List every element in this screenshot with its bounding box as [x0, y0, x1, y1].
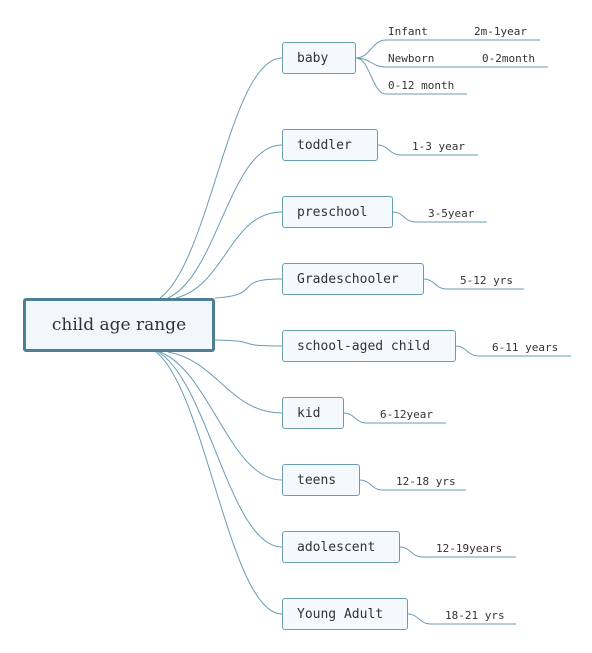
leaf-infant-value: 2m-1year — [474, 25, 527, 38]
branch-preschool[interactable]: preschool — [282, 196, 393, 228]
root-connector — [214, 339, 283, 347]
root-connector — [159, 57, 283, 299]
leaf-connector — [455, 345, 571, 357]
root-connector — [175, 211, 283, 299]
leaf-school-aged-age[interactable]: 6-11 years — [492, 341, 559, 354]
leaf-connector — [407, 613, 516, 625]
leaf-connector — [392, 211, 487, 223]
branch-label: kid — [297, 405, 321, 421]
branch-label: adolescent — [297, 539, 376, 555]
branch-school-aged-child[interactable]: school-aged child — [282, 330, 456, 362]
branch-toddler[interactable]: toddler — [282, 129, 378, 161]
leaf-connector — [359, 479, 466, 491]
root-connector — [214, 278, 283, 299]
branch-label: Gradeschooler — [297, 271, 399, 287]
leaf-connector — [423, 278, 524, 290]
root-connector — [157, 351, 283, 548]
branch-label: Young Adult — [297, 606, 384, 622]
branch-adolescent[interactable]: adolescent — [282, 531, 400, 563]
branch-baby[interactable]: baby — [282, 42, 356, 74]
leaf-connector — [343, 412, 446, 424]
branch-young-adult[interactable]: Young Adult — [282, 598, 408, 630]
branch-label: preschool — [297, 204, 368, 220]
leaf-kid-age[interactable]: 6-12year — [380, 408, 433, 421]
leaf-adolescent-age[interactable]: 12-19years — [436, 542, 503, 555]
leaf-0-12-month[interactable]: 0-12 month — [388, 79, 455, 92]
leaf-newborn-value: 0-2month — [482, 52, 535, 65]
branch-label: teens — [297, 472, 337, 488]
branch-gradeschooler[interactable]: Gradeschooler — [282, 263, 424, 295]
root-connector — [167, 144, 283, 299]
branch-label: toddler — [297, 137, 352, 153]
leaf-infant[interactable]: Infant — [388, 25, 428, 38]
branch-label: school-aged child — [297, 338, 431, 354]
leaf-toddler-age[interactable]: 1-3 year — [412, 140, 465, 153]
leaf-connector — [355, 57, 467, 95]
root-connector — [155, 351, 283, 615]
branch-teens[interactable]: teens — [282, 464, 360, 496]
root-connector — [159, 351, 283, 481]
branch-kid[interactable]: kid — [282, 397, 344, 429]
root-node[interactable]: child age range — [23, 298, 215, 352]
leaf-connector — [399, 546, 516, 558]
leaf-connector — [355, 39, 540, 59]
root-connector — [167, 351, 283, 414]
leaf-young-adult-age[interactable]: 18-21 yrs — [445, 609, 505, 622]
leaf-connector — [355, 57, 548, 68]
leaf-gradeschooler-age[interactable]: 5-12 yrs — [460, 274, 513, 287]
leaf-newborn[interactable]: Newborn — [388, 52, 435, 65]
leaf-teens-age[interactable]: 12-18 yrs — [396, 475, 456, 488]
leaf-preschool-age[interactable]: 3-5year — [428, 207, 475, 220]
branch-label: baby — [297, 50, 329, 66]
root-label: child age range — [51, 315, 187, 335]
leaf-connector — [377, 144, 478, 156]
